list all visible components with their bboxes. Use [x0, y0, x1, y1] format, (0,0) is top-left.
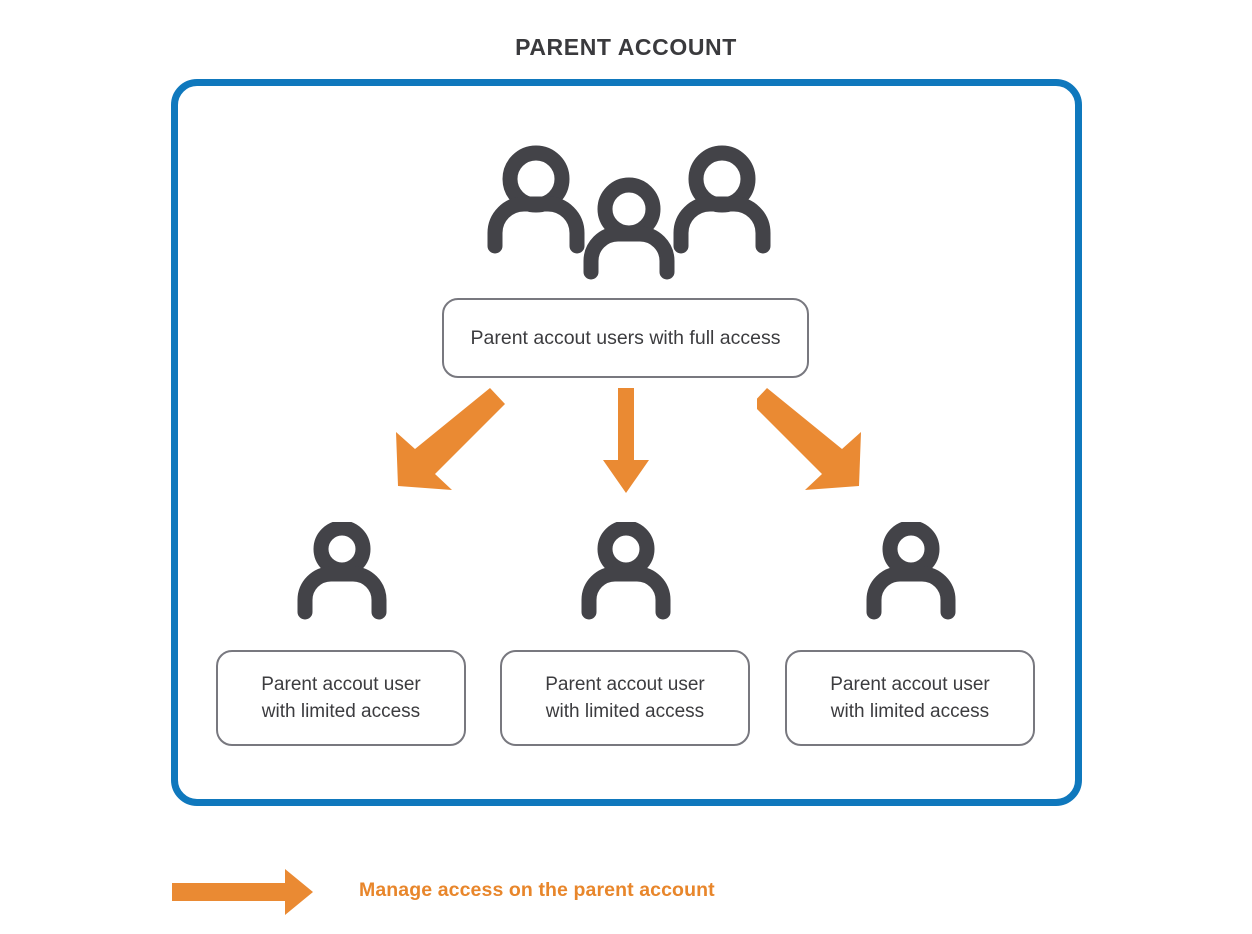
three-people-icon: [484, 145, 774, 280]
limited-access-label-line2: with limited access: [830, 701, 990, 722]
limited-access-label-line2: with limited access: [545, 701, 705, 722]
legend-label: Manage access on the parent account: [359, 879, 715, 901]
page-title: PARENT ACCOUNT: [515, 34, 737, 60]
arrow-down-right: [757, 388, 861, 490]
arrow-down: [603, 388, 649, 493]
arrow-down-left: [396, 388, 505, 490]
limited-access-label-line2: with limited access: [261, 701, 421, 722]
limited-access-label-box: Parent accout user with limited access: [500, 650, 750, 746]
full-access-label-text: Parent accout users with full access: [470, 326, 781, 349]
full-access-label-box: Parent accout users with full access: [442, 298, 809, 378]
limited-access-label-line1: Parent accout user: [830, 674, 990, 695]
limited-access-label-box: Parent accout user with limited access: [785, 650, 1035, 746]
arrow-right-icon: [172, 869, 313, 915]
limited-access-label-box: Parent accout user with limited access: [216, 650, 466, 746]
person-icon: [866, 522, 956, 620]
person-icon: [297, 522, 387, 620]
person-icon: [581, 522, 671, 620]
limited-access-label-line1: Parent accout user: [545, 674, 705, 695]
limited-access-label-line1: Parent accout user: [261, 674, 421, 695]
